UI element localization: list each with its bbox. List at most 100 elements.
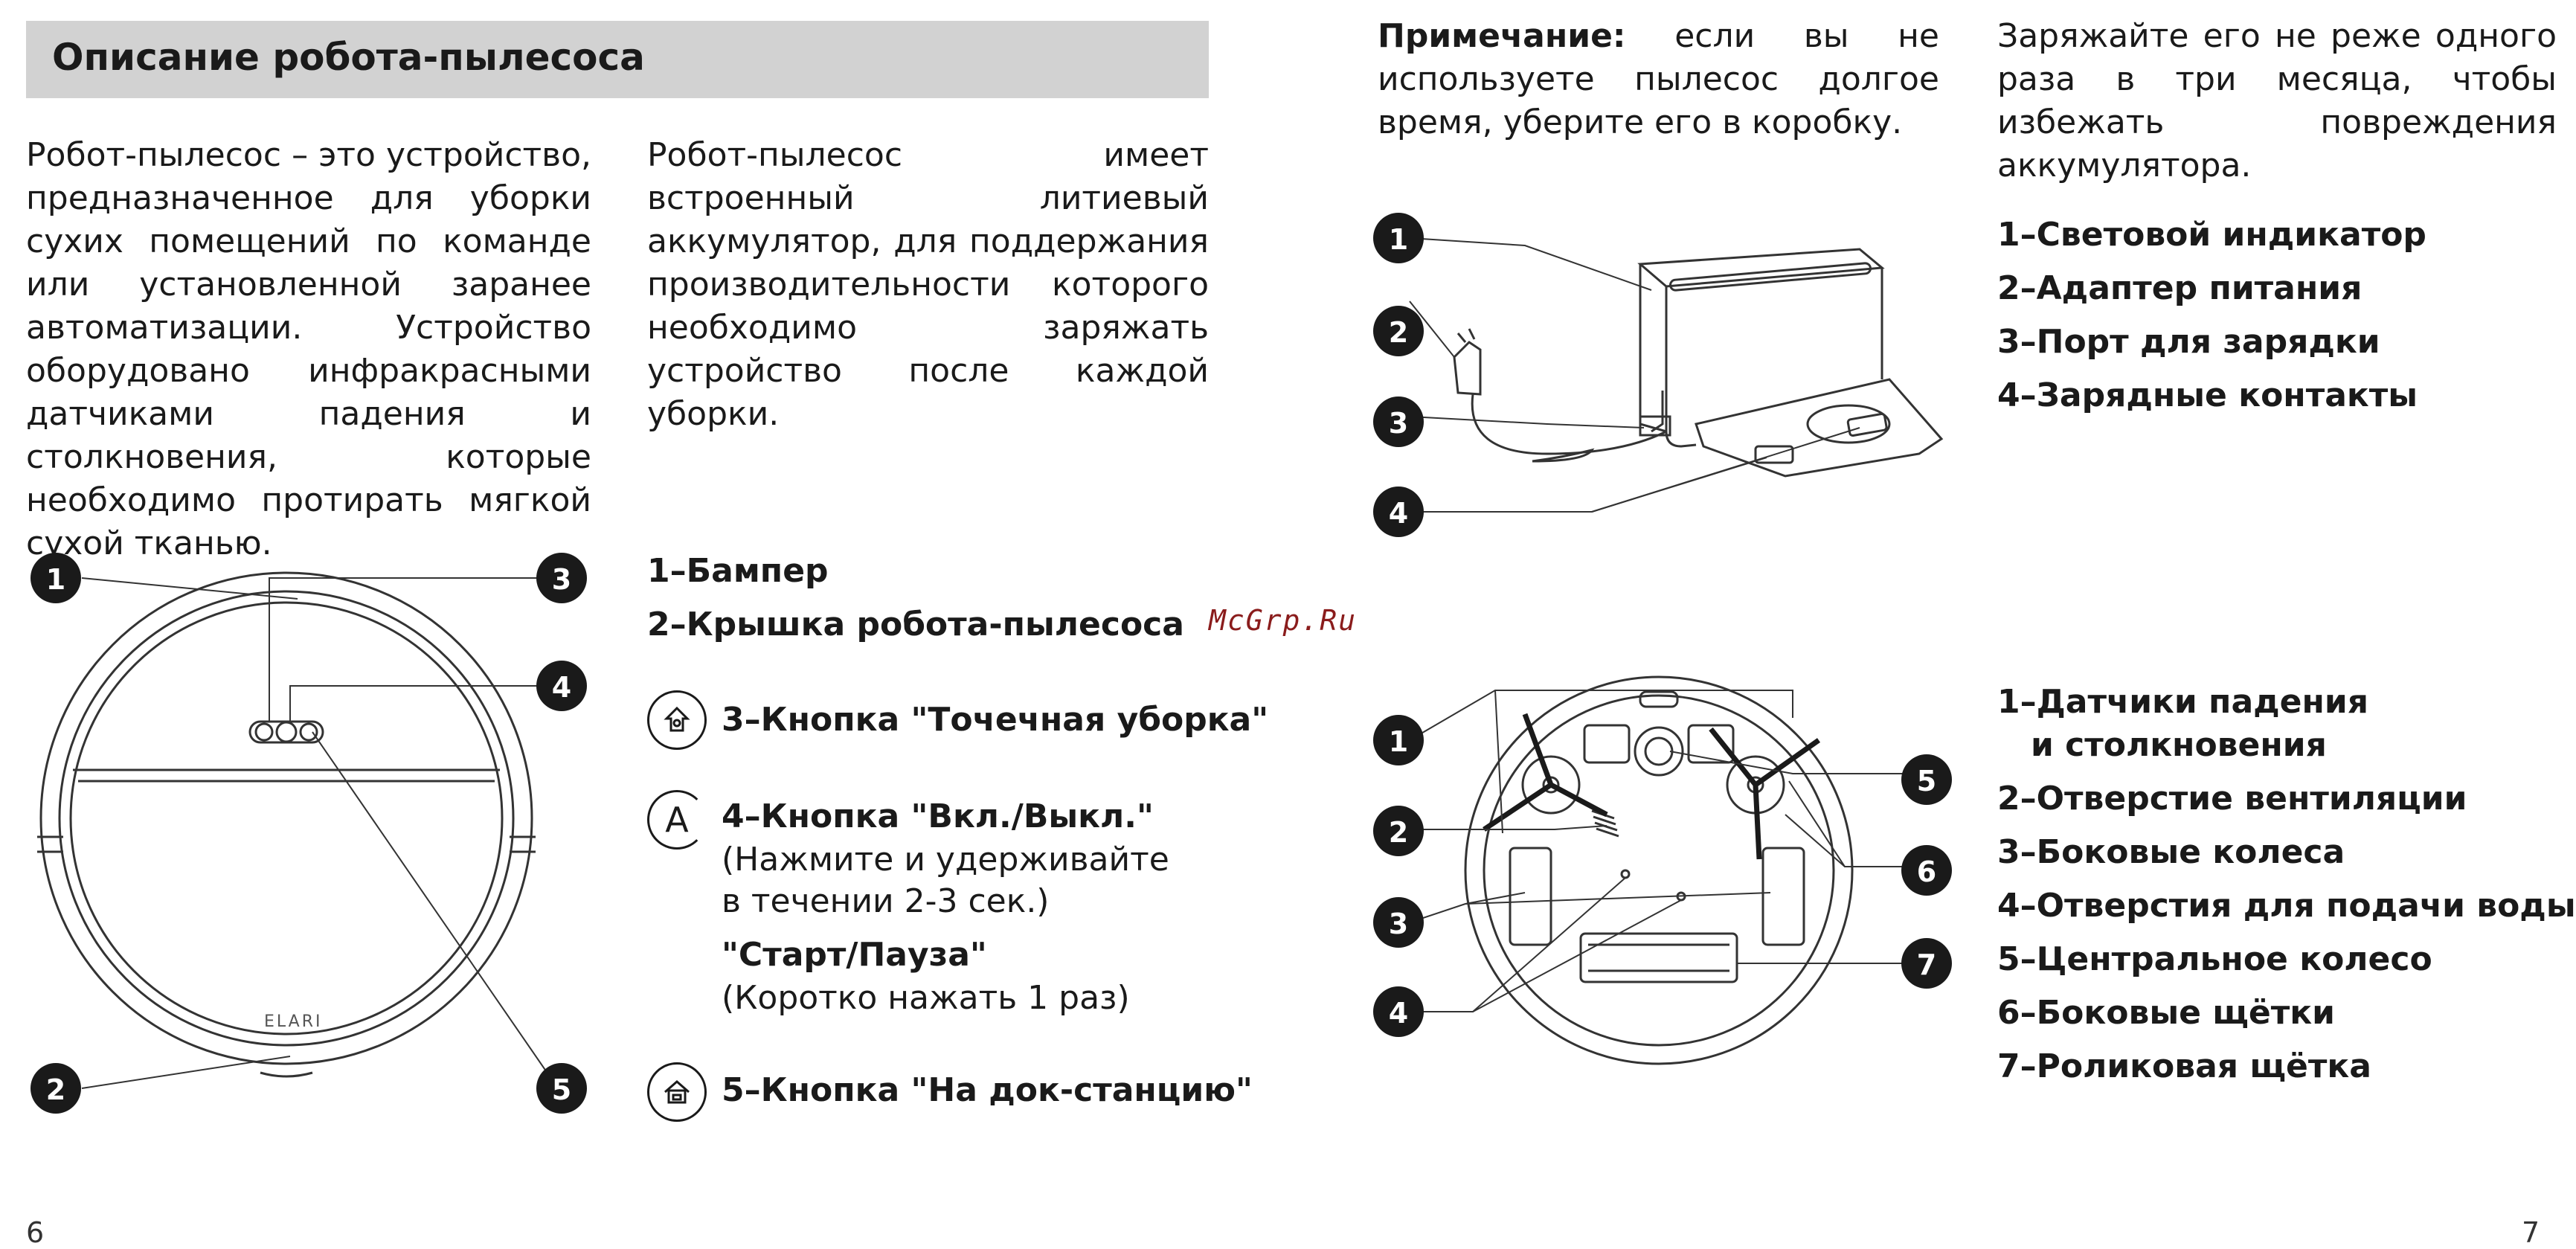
- bottom-leader-4b: [1472, 899, 1682, 1012]
- callout-dock-3: 3: [1389, 407, 1408, 440]
- legend-top-item-2: 2–Крышка робота-пылесоса: [647, 606, 1184, 643]
- water-hole-1: [1620, 869, 1631, 879]
- home-dock-icon: [647, 1062, 707, 1122]
- callout-dock-2: 2: [1389, 316, 1408, 349]
- legend-top-item-5: 5–Кнопка "На док-станцию": [722, 1071, 1253, 1109]
- dock-base: [1695, 378, 1944, 478]
- leader-2: [81, 1056, 291, 1089]
- charge-text: Заряжайте его не реже одного раза в три …: [1997, 17, 2557, 184]
- side-wheel-left: [1509, 847, 1552, 946]
- callout-top-4: 4: [552, 671, 571, 704]
- robot-cover: [69, 601, 504, 1036]
- dock-leader-1: [1409, 237, 1652, 291]
- center-wheel: [1634, 726, 1684, 777]
- spot-clean-icon: [647, 690, 707, 750]
- side-brush-bristles: [1483, 713, 1821, 860]
- robot-bottom-diagram: 1 2 3 4 5 6 7: [1373, 675, 1952, 1065]
- dock-front-left: [1639, 264, 1668, 433]
- leader-1: [81, 577, 298, 600]
- bottom-leader-2: [1410, 825, 1607, 830]
- callout-dock-4: 4: [1389, 497, 1408, 530]
- callouts-robot-top: 1 2 3 4 5: [30, 553, 587, 1114]
- dock-diagram: 1 2 3 4: [1373, 213, 1944, 537]
- dock-contact-left: [1754, 445, 1794, 464]
- charge-column: Заряжайте его не реже одного раза в три …: [1997, 15, 2557, 187]
- legend-dock-item-2: 2–Адаптер питания: [1997, 269, 2363, 307]
- robot-bottom-outer: [1464, 675, 1854, 1065]
- leader-5: [312, 731, 559, 1089]
- legend-top-item-4-title: 4–Кнопка "Вкл./Выкл.": [722, 797, 1154, 835]
- legend-bottom-item-4: 4–Отверстия для подачи воды: [1997, 887, 2576, 925]
- robot-bumper-ring: [58, 590, 515, 1047]
- legend-bottom-item-3: 3–Боковые колеса: [1997, 833, 2345, 871]
- note-label: Примечание:: [1378, 17, 1626, 55]
- watermark: McGrp.Ru: [1209, 604, 1358, 637]
- side-wheel-right: [1761, 847, 1805, 946]
- robot-logo: ELARI: [264, 1012, 323, 1031]
- legend-top-item-4-line2: (Нажмите и удерживайте: [722, 841, 1169, 879]
- callout-top-1: 1: [46, 563, 65, 596]
- power-icon-letter: A: [665, 800, 689, 840]
- robot-top-diagram: ELARI 1 2 3 4 5: [30, 553, 587, 1114]
- callout-bottom-5: 5: [1917, 765, 1936, 797]
- power-button-shape: [275, 721, 298, 743]
- dock-port: [1639, 415, 1671, 437]
- dock-leader-3: [1409, 416, 1645, 428]
- dock-leader-4b: [1591, 427, 1860, 513]
- robot-outer-rim: [39, 571, 533, 1065]
- intro-column-2: Робот-пылесос имеет встроенный литиевый …: [647, 134, 1209, 436]
- power-adapter: [1453, 341, 1482, 396]
- legend-dock-item-1: 1–Световой индикатор: [1997, 216, 2426, 254]
- callout-bottom-3: 3: [1389, 908, 1408, 940]
- legend-bottom-item-6: 6–Боковые щётки: [1997, 994, 2335, 1032]
- dock-contact-right: [1846, 412, 1888, 437]
- bottom-leader-3b: [1465, 892, 1771, 905]
- intro-column-1: Робот-пылесос – это устройство, предназн…: [26, 134, 591, 565]
- legend-bottom-item-2: 2–Отверстие вентиляции: [1997, 780, 2467, 818]
- callout-bottom-6: 6: [1917, 855, 1936, 888]
- legend-top-item-1: 1–Бампер: [647, 552, 829, 590]
- legend-dock-item-4: 4–Зарядные контакты: [1997, 376, 2418, 414]
- leader-4: [289, 685, 558, 722]
- power-button-icon: A: [647, 790, 707, 850]
- dock-button-shape: [299, 722, 318, 742]
- side-brush-left-hub: [1521, 755, 1581, 815]
- bottom-leader-5: [1669, 751, 1915, 774]
- callout-top-3: 3: [552, 563, 571, 596]
- legend-top-item-3: 3–Кнопка "Точечная уборка": [722, 701, 1269, 739]
- callout-top-5: 5: [552, 1073, 571, 1106]
- legend-bottom-item-1b: и столкновения: [2031, 726, 2327, 764]
- bottom-leader-6b: [1785, 814, 1846, 867]
- legend-bottom-item-1a: 1–Датчики падения: [1997, 683, 2368, 721]
- section-header-bar: [26, 21, 1209, 98]
- dock-leader-2: [1409, 301, 1455, 358]
- callout-bottom-4: 4: [1389, 997, 1408, 1030]
- legend-top-item-4-line3: в течении 2-3 сек.): [722, 882, 1050, 920]
- page-number-right: 7: [2522, 1216, 2540, 1249]
- callouts-dock: 1 2 3 4: [1373, 213, 1424, 537]
- section-title: Описание робота-пылесоса: [52, 36, 645, 79]
- dock-leader-4a: [1410, 457, 1767, 513]
- callout-bottom-1: 1: [1389, 725, 1408, 758]
- note-paragraph: Примечание: если вы не используете пылес…: [1378, 15, 1939, 144]
- legend-bottom-item-5: 5–Центральное колесо: [1997, 940, 2432, 978]
- spot-button-shape: [254, 722, 274, 742]
- note-text: если вы не используете пылесос долгое вр…: [1378, 17, 1939, 141]
- legend-bottom-item-7: 7–Роликовая щётка: [1997, 1047, 2371, 1085]
- callout-bottom-7: 7: [1917, 948, 1936, 981]
- callout-bottom-2: 2: [1389, 816, 1408, 849]
- intro-text-2: Робот-пылесос имеет встроенный литиевый …: [647, 136, 1209, 433]
- note-column: Примечание: если вы не используете пылес…: [1378, 15, 1939, 144]
- roller-brush: [1579, 932, 1738, 983]
- legend-dock-item-3: 3–Порт для зарядки: [1997, 323, 2380, 361]
- callouts-robot-bottom: 1 2 3 4 5 6 7: [1373, 715, 1952, 1037]
- bottom-leader-1a: [1409, 690, 1793, 741]
- callout-dock-1: 1: [1389, 223, 1408, 256]
- leader-3: [269, 577, 558, 722]
- intro-text-1: Робот-пылесос – это устройство, предназн…: [26, 136, 591, 562]
- robot-bottom-inner: [1483, 694, 1835, 1047]
- callout-top-2: 2: [46, 1073, 65, 1106]
- bottom-leader-1b: [1494, 690, 1503, 834]
- page-number-left: 6: [26, 1216, 45, 1249]
- legend-top-item-4-title2: "Старт/Пауза": [722, 936, 987, 974]
